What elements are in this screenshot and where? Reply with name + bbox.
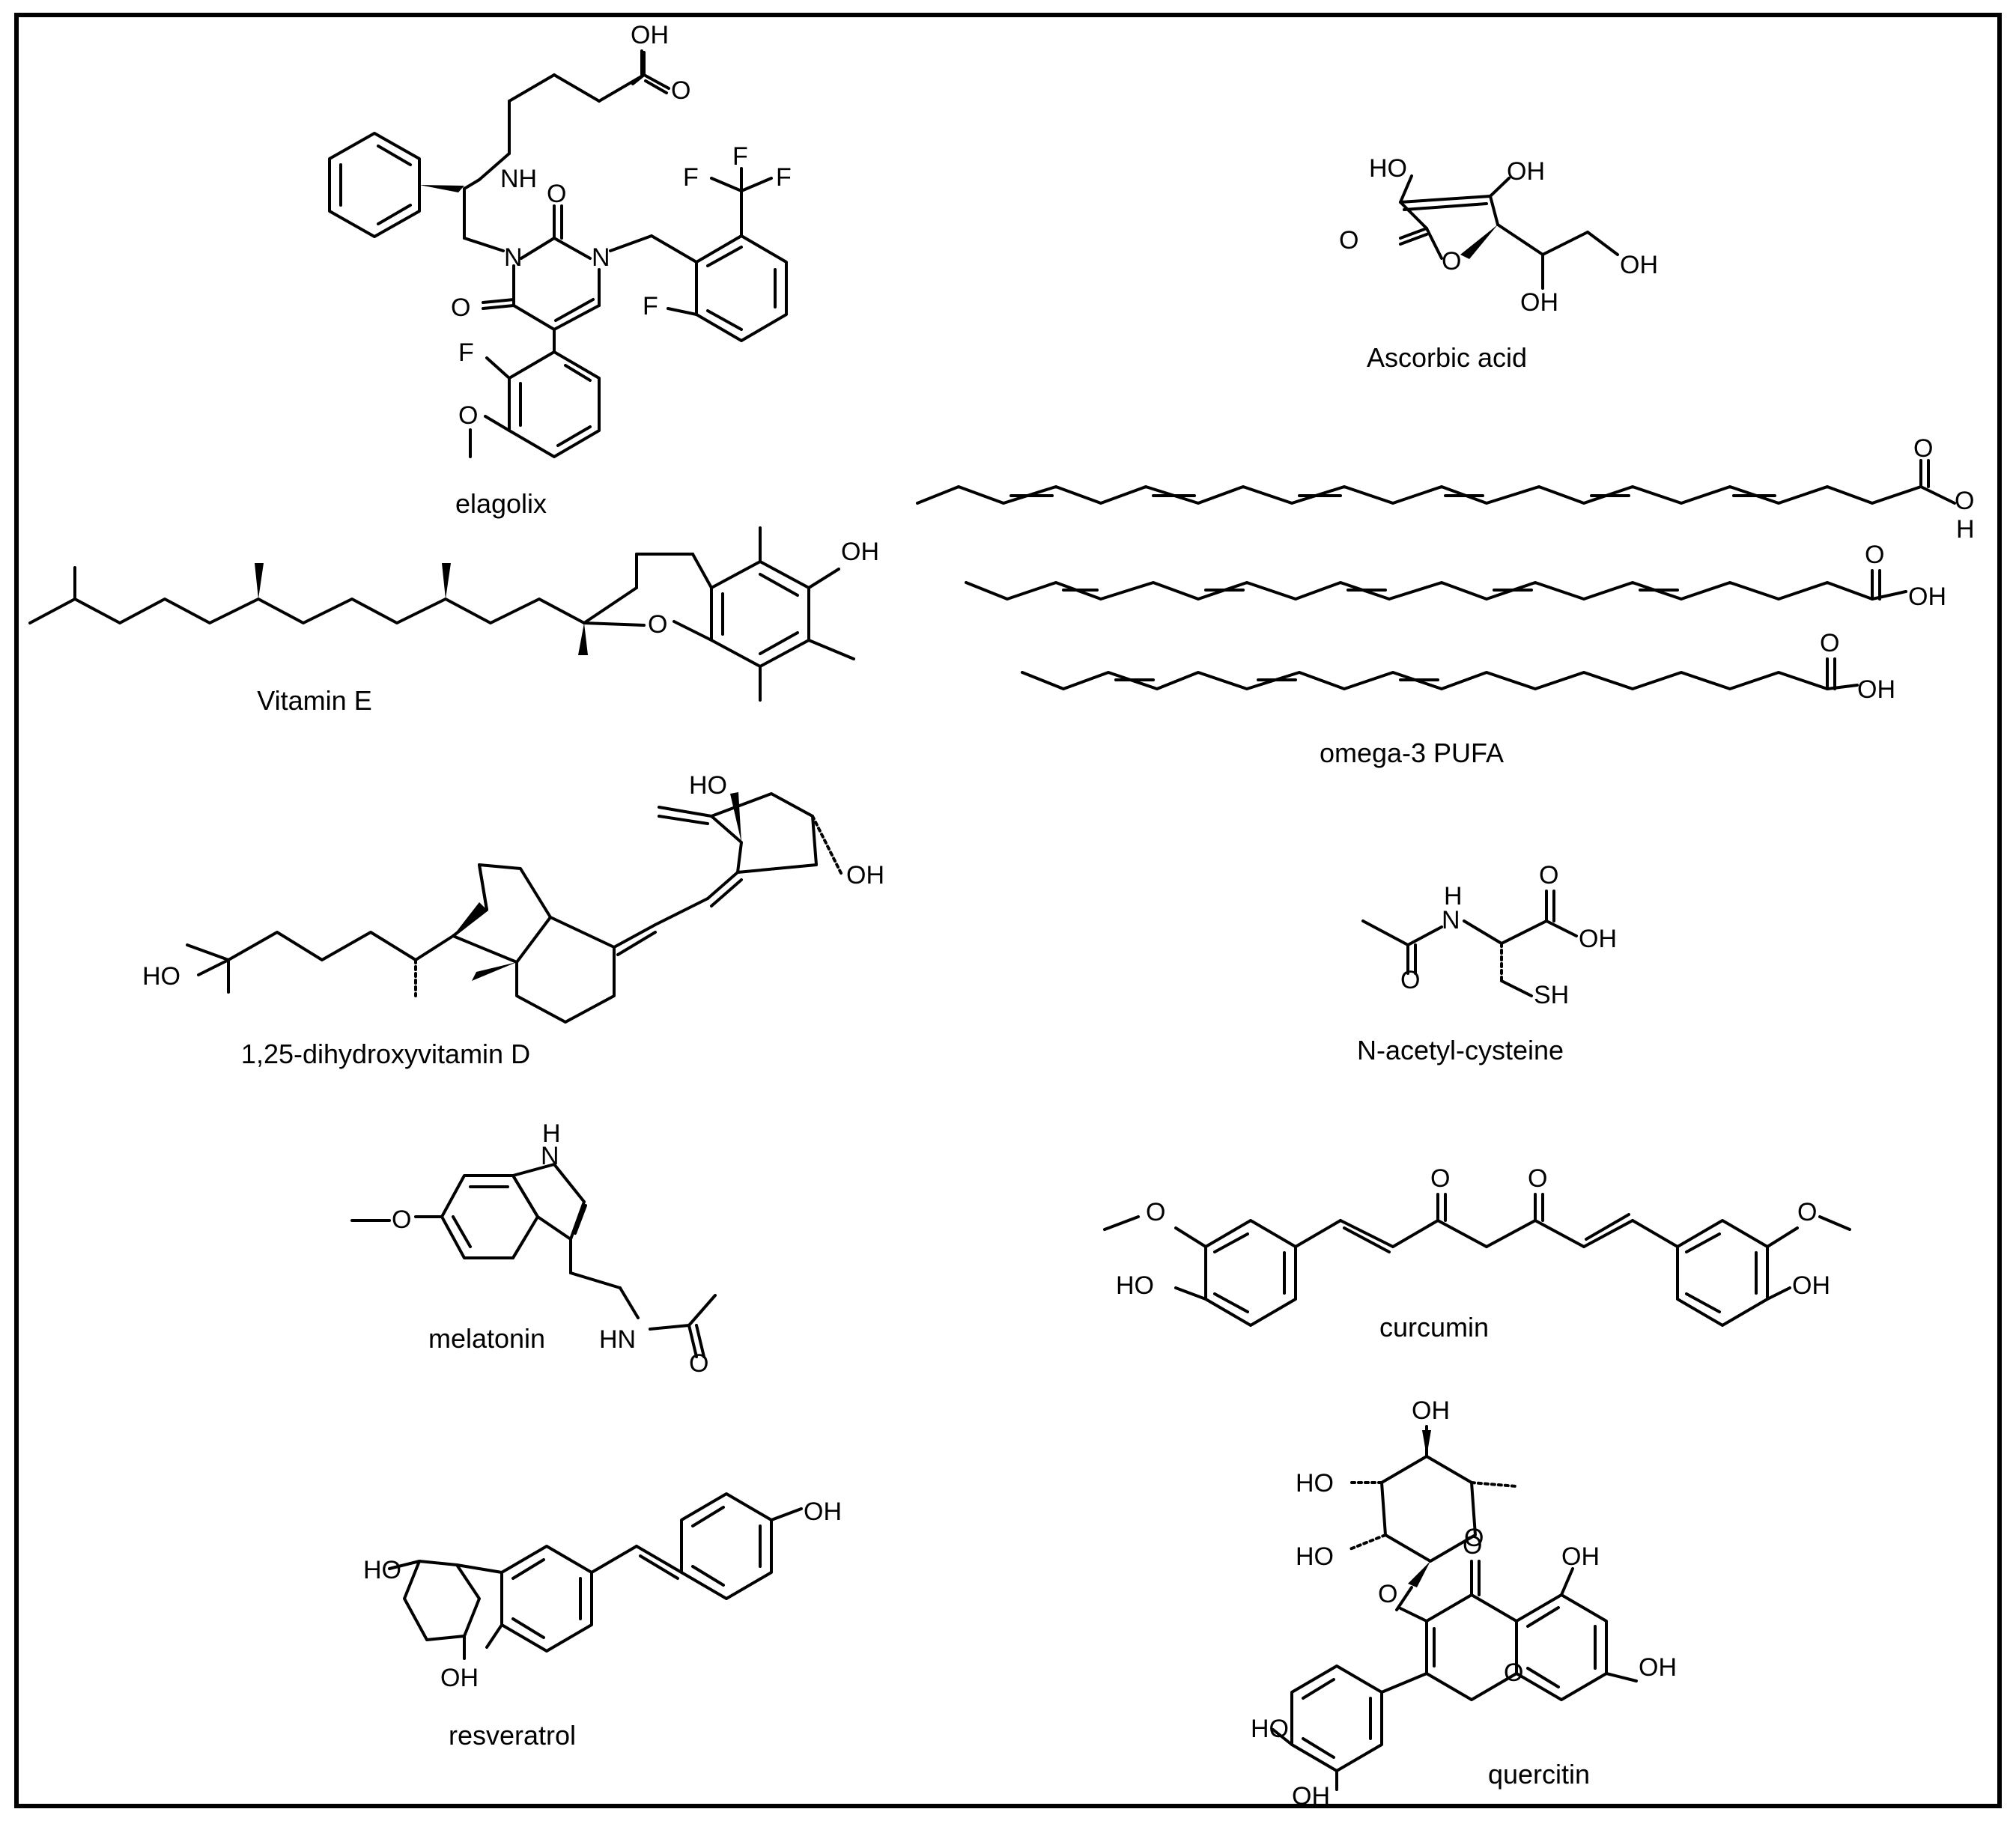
atom-label-f: F [776,163,792,192]
structure-n-acetyl-cysteine: O N H O OH SH N-acetyl-cysteine [1357,861,1617,1065]
atom-label-n: N [541,1142,559,1170]
atom-label-oh: OH [841,538,879,566]
atom-label-f: F [683,163,699,192]
atom-label-oh: OH [1507,157,1545,186]
atom-label-f: F [732,142,748,171]
atom-label-oh: OH [804,1498,842,1526]
atom-label-hn: HN [599,1325,636,1354]
atom-label-o: O [1464,1524,1484,1552]
atom-label-oh: OH [1292,1782,1330,1811]
name-ascorbic-acid: Ascorbic acid [1367,342,1527,373]
atom-label-h: H [1444,882,1463,910]
name-vitamin-d: 1,25-dihydroxyvitamin D [241,1039,530,1069]
atom-label-o: O [1820,629,1839,657]
atom-label-o: O [648,610,667,639]
name-n-acetyl-cysteine: N-acetyl-cysteine [1357,1035,1564,1065]
name-melatonin: melatonin [428,1323,545,1354]
atom-label-ho: HO [363,1556,401,1584]
atom-label-o: O [1442,247,1461,276]
structure-quercitin: OH HO HO O O O O OH OH HO OH qu [1251,1396,1677,1811]
atom-label-oh: OH [1620,251,1658,279]
name-omega-3-pufa: omega-3 PUFA [1320,738,1504,768]
structure-omega-3-pufa: O O H O OH O OH omega-3 PUFA [916,434,1975,768]
atom-label-o: O [1504,1659,1523,1687]
atom-label-ho: HO [689,771,727,800]
atom-label-o: O [451,294,470,322]
atom-label-h: H [542,1119,561,1148]
structure-ascorbic-acid: O O HO OH OH OH Ascorbic acid [1339,154,1658,373]
atom-label-oh: OH [1579,925,1617,953]
atom-label-oh: OH [1908,583,1946,611]
atom-label-n: N [592,243,610,272]
atom-label-ho: HO [1296,1469,1334,1498]
atom-label-ho: HO [1116,1271,1154,1300]
atom-label-h: H [1956,515,1975,544]
atom-label-o: O [1146,1198,1165,1226]
name-elagolix: elagolix [455,488,547,519]
atom-label-o: O [1955,487,1974,515]
atom-label-ho: HO [1369,154,1407,183]
atom-label-f: F [458,338,474,367]
atom-label-o: O [671,76,690,105]
structure-elagolix: OH O NH O O N N F F F F [328,21,792,519]
atom-label-oh: OH [1857,675,1895,704]
atom-label-sh: SH [1534,981,1569,1009]
atom-label-oh: OH [631,21,669,49]
atom-label-o: O [1913,434,1933,463]
atom-label-oh: OH [1792,1271,1830,1300]
atom-label-o: O [1797,1198,1817,1226]
atom-label-n: N [1442,906,1460,934]
atom-label-o: O [458,401,478,430]
atom-label-n: N [504,243,523,272]
atom-label-f: F [643,292,658,320]
atom-label-o: O [1463,1531,1482,1560]
structure-vitamin-d: HO OH HO 1,25-dihydroxyvitamin D [142,771,884,1069]
atom-label-ho: HO [1251,1715,1289,1743]
name-resveratrol: resveratrol [449,1720,576,1751]
structure-resveratrol: HO OH OH resveratrol [363,1492,842,1751]
atom-label-o: O [689,1349,708,1378]
atom-label-oh: OH [1639,1653,1677,1682]
atom-label-oh: OH [440,1664,479,1692]
atom-label-o: O [1339,226,1358,255]
name-curcumin: curcumin [1379,1312,1489,1343]
name-vitamin-e: Vitamin E [257,685,371,716]
atom-label-oh: OH [846,861,884,890]
figure-frame [14,13,2002,1808]
atom-label-ho: HO [1296,1542,1334,1571]
structure-melatonin: N H O HN O melatonin [350,1119,717,1378]
atom-label-o: O [1430,1164,1450,1193]
atom-label-o: O [392,1206,411,1234]
atom-label-o: O [1528,1164,1547,1193]
atom-label-o: O [1539,861,1558,890]
atom-label-o: O [1378,1580,1397,1608]
structure-vitamin-e: O OH Vitamin E [28,526,879,716]
atom-label-oh: OH [1561,1542,1600,1571]
name-quercitin: quercitin [1488,1759,1590,1790]
atom-label-nh: NH [500,165,537,193]
atom-label-oh: OH [1412,1396,1450,1425]
structure-curcumin: O HO O O O OH curcumin [1103,1164,1851,1343]
atom-label-o: O [1865,541,1884,569]
atom-label-o: O [547,180,566,208]
atom-label-ho: HO [142,962,180,991]
atom-label-oh: OH [1520,288,1558,317]
atom-label-o: O [1400,966,1420,994]
